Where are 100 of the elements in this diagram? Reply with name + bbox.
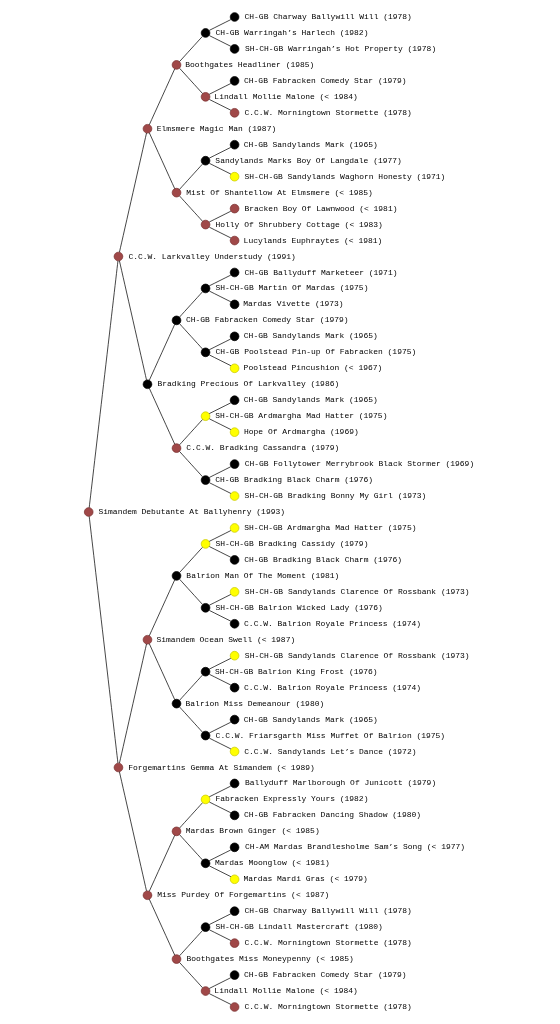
node-circle [200, 219, 211, 230]
node-label: SH-CH-GB Martin Of Mardas (1975) [215, 283, 369, 293]
connector [179, 419, 203, 446]
node-circle [142, 635, 153, 645]
connector [179, 291, 203, 318]
node-circle [171, 954, 182, 964]
node-circle [229, 459, 240, 469]
node-circle [200, 794, 211, 805]
connector [209, 610, 232, 622]
connector [208, 338, 232, 351]
connector [179, 962, 203, 989]
node-circle [229, 555, 240, 565]
node-label: SH-CH-GB Sandylands Clarence Of Rossbank (1973) [244, 586, 470, 596]
node-label: CH-GB Fabracken Comedy Star (1979) [185, 315, 349, 325]
node-label: CH-GB Fabracken Dancing Shadow (1980) [244, 810, 422, 820]
connector [208, 274, 232, 287]
connector [119, 260, 147, 381]
node-circle [229, 874, 240, 884]
connector [209, 546, 232, 558]
connector [88, 516, 119, 764]
node-label: Simandem Ocean Swell (< 1987) [156, 634, 296, 644]
node-circle [200, 28, 211, 38]
node-label: SH-CH-GB Warringah’s Hot Property (1978) [244, 43, 437, 53]
connector [148, 324, 176, 381]
connector [208, 19, 232, 31]
node-label: CH-GB Ballyduff Marketeer (1971) [244, 267, 398, 277]
node-circle [229, 12, 240, 22]
node-circle [171, 315, 182, 326]
connector [208, 785, 232, 798]
connector [208, 147, 232, 159]
node-circle [200, 156, 211, 166]
connector [179, 163, 203, 190]
node-label: CH-GB Sandylands Mark (1965) [243, 395, 378, 405]
node-label: CH-GB Charway Ballywill Will (1978) [244, 906, 412, 916]
node-label: SH-CH-GB Sandylands Waghorn Honesty (1971) [244, 171, 446, 181]
connector [209, 673, 232, 686]
connector [208, 466, 232, 478]
connector [209, 737, 232, 750]
connector [88, 260, 119, 508]
node-circle [200, 283, 211, 294]
connector [119, 132, 147, 253]
node-label: SH-CH-GB Sandylands Clarence Of Rossbank (1973) [244, 650, 470, 660]
connector [148, 68, 176, 126]
node-circle [229, 523, 240, 533]
connector [208, 721, 232, 734]
node-circle [200, 475, 211, 485]
node-circle [229, 970, 240, 980]
node-label: C.C.W. Friarsgarth Miss Muffet Of Balrion (1975) [215, 730, 446, 740]
node-label: Bradking Precious Of Larkvalley (1986) [157, 379, 340, 389]
node-label: C.C.W. Morningtown Stormette (1978) [244, 107, 412, 117]
node-label: Hope Of Ardmargha (1969) [243, 427, 359, 437]
connector [209, 290, 232, 303]
node-label: C.C.W. Larkvalley Understudy (1991) [128, 251, 296, 261]
node-circle [229, 810, 240, 821]
connector [148, 643, 176, 700]
node-circle [229, 140, 240, 150]
node-label: Elmsmere Magic Man (1987) [156, 123, 277, 133]
node-label: SH-CH-GB Bradking Cassidy (1979) [215, 538, 369, 548]
connector [179, 578, 203, 605]
node-label: CH-GB Sandylands Mark (1965) [243, 331, 378, 341]
node-label: Miss Purdey Of Forgemartins (< 1987) [157, 890, 330, 900]
node-label: C.C.W. Bradking Cassandra (1979) [186, 443, 340, 453]
connector [148, 579, 176, 637]
node-circle [200, 539, 211, 549]
node-label: Lindall Mollie Malone (< 1984) [214, 91, 358, 101]
node-label: Sandylands Marks Boy Of Langdale (1977) [215, 155, 402, 165]
connector [208, 913, 232, 925]
node-label: C.C.W. Morningtown Stormette (1978) [244, 938, 412, 948]
node-circle [229, 76, 240, 86]
node-circle [229, 171, 240, 182]
node-label: C.C.W. Sandylands Let’s Dance (1972) [244, 746, 417, 756]
node-circle [229, 714, 240, 725]
connector [179, 930, 203, 957]
connector [208, 657, 232, 670]
node-circle [229, 267, 240, 278]
connector [179, 834, 203, 861]
connector [209, 35, 232, 47]
node-label: C.C.W. Balrion Royale Princess (1974) [244, 682, 422, 692]
node-circle [229, 299, 240, 310]
connector [209, 801, 232, 814]
node-label: Forgemartins Gemma At Simandem (< 1989) [128, 762, 315, 772]
node-circle [229, 842, 240, 853]
node-circle [171, 826, 182, 837]
node-label: Lucylands Euphraytes (< 1981) [243, 235, 383, 245]
node-circle [229, 395, 240, 405]
node-circle [200, 411, 211, 421]
node-circle [83, 507, 94, 517]
connector [179, 323, 203, 350]
connector [209, 354, 232, 367]
node-label: Ballyduff Marlborough Of Junicott (1979) [244, 778, 437, 788]
node-label: Simandem Debutante At Ballyhenry (1993) [98, 507, 286, 517]
node-label: CH-GB Fabracken Comedy Star (1979) [244, 75, 407, 85]
node-circle [229, 1002, 240, 1012]
connector [209, 99, 232, 111]
connector [208, 977, 232, 989]
connector [179, 195, 203, 222]
connector [148, 835, 176, 892]
node-circle [200, 92, 211, 102]
node-circle [200, 347, 211, 358]
node-circle [229, 44, 240, 54]
